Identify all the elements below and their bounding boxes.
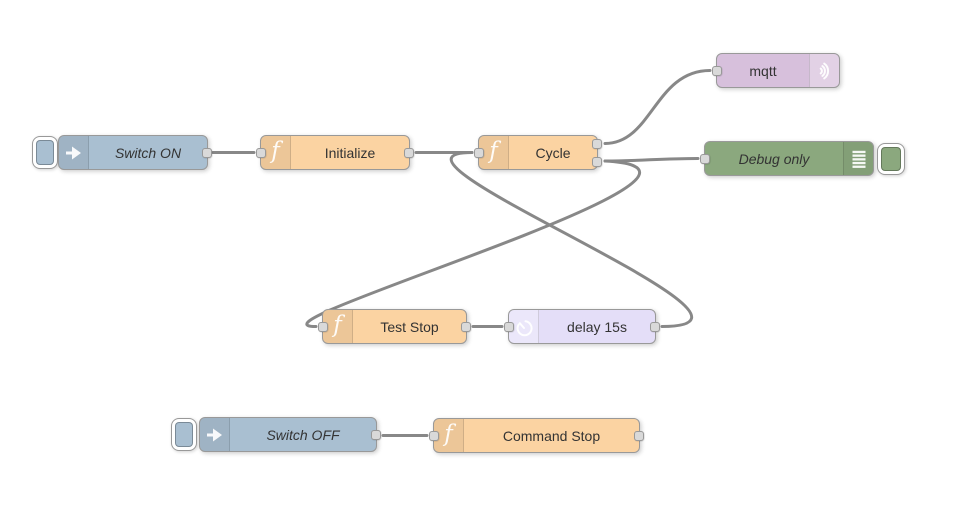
wire-cycle-mqtt[interactable]: [603, 69, 712, 145]
debug-list-icon: [843, 142, 873, 175]
node-label: delay 15s: [567, 318, 627, 335]
broadcast-waves-icon: [809, 54, 839, 87]
function-f-icon: f: [434, 419, 464, 452]
output-port[interactable]: [461, 322, 471, 332]
input-port[interactable]: [429, 431, 439, 441]
node-label: Switch ON: [114, 144, 182, 161]
timer-icon: [509, 310, 539, 343]
function-f-icon: f: [261, 136, 291, 169]
output-port[interactable]: [650, 322, 660, 332]
input-port[interactable]: [504, 322, 514, 332]
node-initialize[interactable]: f Initialize: [256, 135, 414, 170]
wire-cycle-teststop[interactable]: [305, 159, 642, 328]
node-command-stop[interactable]: f Command Stop: [429, 418, 644, 453]
output-port[interactable]: [371, 430, 381, 440]
inject-trigger-button[interactable]: [171, 418, 197, 451]
wire-delay-cycle[interactable]: [449, 151, 694, 328]
inject-arrow-icon: [200, 418, 230, 451]
wire-cycle-debug[interactable]: [603, 157, 700, 163]
node-label: mqtt: [749, 62, 777, 79]
inject-trigger-button[interactable]: [32, 136, 58, 169]
node-label: Switch OFF: [266, 426, 340, 443]
function-f-icon: f: [323, 310, 353, 343]
input-port[interactable]: [712, 66, 722, 76]
node-debug-only[interactable]: Debug only: [700, 141, 874, 176]
inject-trigger-button-fill: [36, 140, 54, 165]
node-label: Debug only: [738, 150, 810, 167]
inject-arrow-icon: [59, 136, 89, 169]
node-delay-15s[interactable]: delay 15s: [504, 309, 660, 344]
input-port[interactable]: [318, 322, 328, 332]
inject-trigger-button-fill: [175, 422, 193, 447]
node-label: Initialize: [324, 144, 376, 161]
node-cycle[interactable]: f Cycle: [474, 135, 602, 170]
node-label: Command Stop: [502, 427, 601, 444]
node-switch-off[interactable]: Switch OFF: [199, 417, 381, 452]
output-port-2[interactable]: [592, 156, 602, 167]
input-port[interactable]: [700, 154, 710, 164]
function-f-icon: f: [479, 136, 509, 169]
output-port[interactable]: [634, 431, 644, 441]
output-port-1[interactable]: [592, 139, 602, 149]
input-port[interactable]: [256, 148, 266, 158]
input-port[interactable]: [474, 148, 484, 158]
node-test-stop[interactable]: f Test Stop: [318, 309, 471, 344]
debug-toggle-button[interactable]: [877, 143, 905, 175]
node-label: Test Stop: [380, 318, 439, 335]
output-port[interactable]: [404, 148, 414, 158]
output-port[interactable]: [202, 148, 212, 158]
node-label: Cycle: [535, 144, 571, 161]
node-switch-on[interactable]: Switch ON: [58, 135, 212, 170]
debug-toggle-button-fill: [881, 147, 901, 171]
node-mqtt[interactable]: mqtt: [712, 53, 840, 88]
